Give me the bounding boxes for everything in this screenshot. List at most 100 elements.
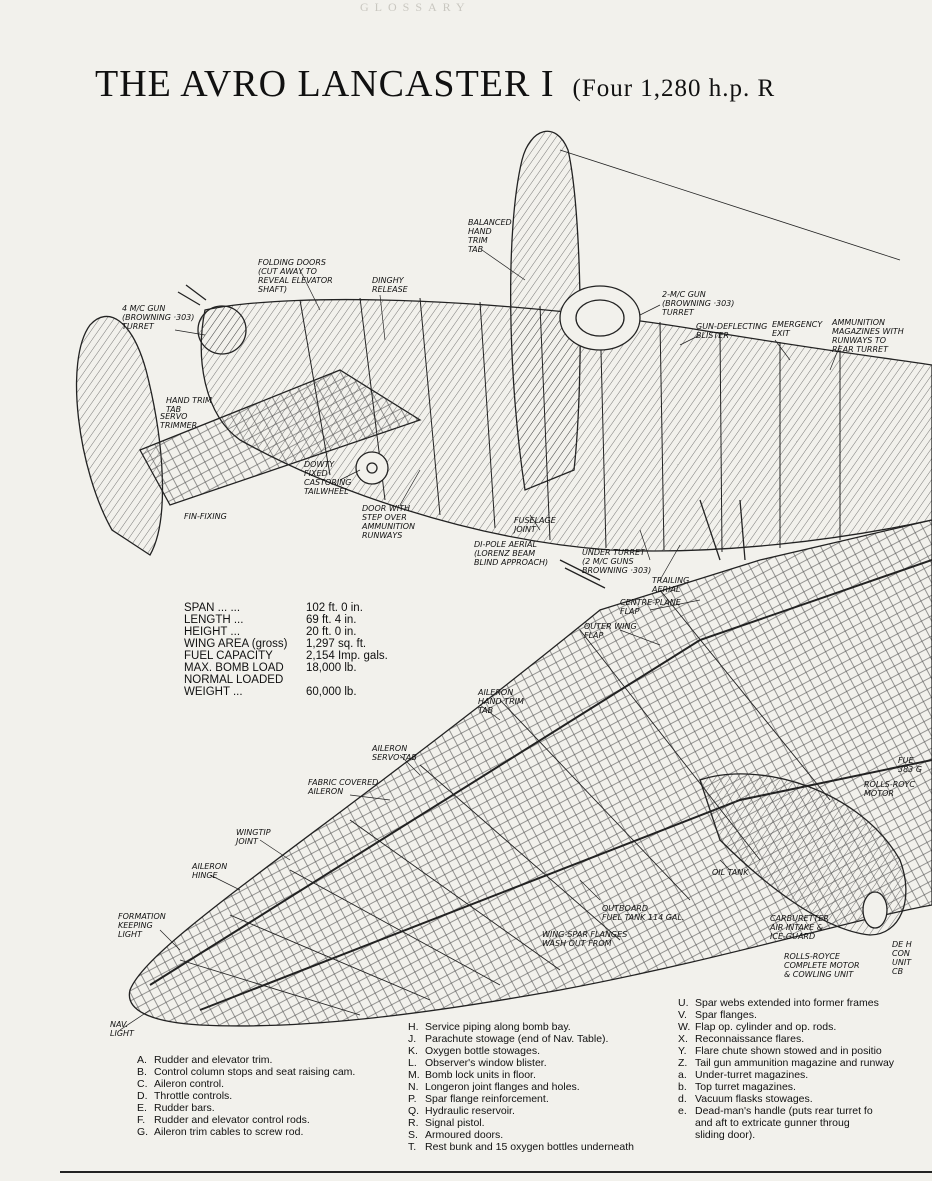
legend-item-value: Observer's window blister. bbox=[425, 1057, 547, 1069]
undercarriage bbox=[699, 499, 746, 561]
legend-middle: H.Service piping along bomb bay.J.Parach… bbox=[408, 1021, 678, 1153]
tailwheel bbox=[355, 451, 389, 485]
label-rear-turret: 4 M/C GUN (BROWNING ·303) TURRET bbox=[122, 304, 195, 331]
legend-item: X. Reconnaissance flares. bbox=[678, 1033, 932, 1045]
rear-turret bbox=[197, 305, 247, 355]
legend-item-key: S. bbox=[408, 1129, 418, 1141]
legend-item-key: R. bbox=[408, 1117, 419, 1129]
page-header-ghost: GLOSSARY bbox=[360, 0, 471, 14]
label-folding-doors: FOLDING DOORS (CUT AWAY TO REVEAL ELEVAT… bbox=[258, 258, 333, 294]
legend-item-value: Flare chute shown stowed and in positio bbox=[695, 1045, 882, 1057]
legend-item-value: Control column stops and seat raising ca… bbox=[154, 1066, 356, 1078]
spec-row: FUEL CAPACITY 2,154 Imp. gals. bbox=[184, 650, 388, 662]
legend-item-value: Reconnaissance flares. bbox=[695, 1033, 805, 1045]
label-emergency-exit: EMERGENCY EXIT bbox=[772, 320, 823, 338]
label-tailwheel: DOWTY FIXED CASTORING TAILWHEEL bbox=[304, 460, 352, 496]
legend-item: J. Parachute stowage (end of Nav. Table). bbox=[408, 1033, 678, 1045]
legend-item: B.Control column stops and seat raising … bbox=[137, 1066, 427, 1078]
legend-item: E.Rudder bars. bbox=[137, 1102, 427, 1114]
spec-row-value: 18,000 lb. bbox=[306, 662, 357, 674]
label-door-step: DOOR WITH STEP OVER AMMUNITION RUNWAYS bbox=[362, 504, 416, 540]
legend-item-key: d. bbox=[678, 1093, 687, 1105]
spec-row: WING AREA (gross)1,297 sq. ft. bbox=[184, 638, 388, 650]
label-outer-flap: OUTER WING FLAP bbox=[584, 622, 637, 640]
label-fuel-383: FUE 383 G bbox=[898, 756, 923, 774]
label-rolls-royce-unit: ROLLS-ROYCE COMPLETE MOTOR & COWLING UNI… bbox=[784, 952, 860, 979]
label-centre-flap: CENTRE-PLANE FLAP bbox=[620, 598, 681, 616]
label-aileron-servo-tab: AILERON SERVO-TAB bbox=[372, 744, 417, 762]
page-title: THE AVRO LANCASTER I(Four 1,280 h.p. R bbox=[95, 62, 775, 106]
spec-row-key: WEIGHT ... bbox=[184, 686, 243, 698]
legend-item-value: Spar flange reinforcement. bbox=[425, 1093, 549, 1105]
label-fabric-aileron: FABRIC COVERED AILERON bbox=[308, 778, 379, 796]
label-under-turret: UNDER TURRET (2 M/C GUNS BROWNING ·303) bbox=[582, 548, 652, 575]
legend-item-value: Dead-man's handle (puts rear turret fo a… bbox=[695, 1105, 873, 1141]
spec-row-key: MAX. BOMB LOAD bbox=[184, 662, 284, 674]
label-dipole-aerial: DI-POLE AERIAL (LORENZ BEAM BLIND APPROA… bbox=[474, 540, 549, 567]
label-carburettor: CARBURETTER AIR INTAKE & ICE-GUARD bbox=[770, 914, 829, 941]
legend-item-value: Vacuum flasks stowages. bbox=[695, 1093, 813, 1105]
legend-item-value: Spar flanges. bbox=[695, 1009, 757, 1021]
legend-item-value: Throttle controls. bbox=[154, 1090, 233, 1102]
label-wingtip-joint: WINGTIP JOINT bbox=[236, 828, 271, 846]
legend-item-key: D. bbox=[137, 1090, 148, 1102]
legend-item-key: Z. bbox=[678, 1057, 688, 1069]
legend-item-key: V. bbox=[678, 1009, 687, 1021]
label-fuselage-joint: FUSELAGE JOINT bbox=[514, 516, 556, 534]
spec-row-value: 2,154 Imp. gals. bbox=[306, 650, 388, 662]
legend-item-key: C. bbox=[137, 1078, 148, 1090]
spec-row-key: LENGTH ... bbox=[184, 614, 244, 626]
legend-item-key: T. bbox=[408, 1141, 417, 1153]
legend-item: T. Rest bunk and 15 oxygen bottles undern… bbox=[408, 1141, 678, 1153]
legend-item-key: L. bbox=[408, 1057, 417, 1069]
legend-item-value: Under-turret magazines. bbox=[695, 1069, 809, 1081]
legend-item: N.Longeron joint flanges and holes. bbox=[408, 1081, 678, 1093]
legend-item-key: W. bbox=[678, 1021, 691, 1033]
legend-item: C.Aileron control. bbox=[137, 1078, 427, 1090]
label-dinghy-release: DINGHY RELEASE bbox=[372, 276, 408, 294]
legend-item: R. Signal pistol. bbox=[408, 1117, 678, 1129]
spec-row-key: NORMAL LOADED bbox=[184, 674, 284, 686]
spec-row-value: 60,000 lb. bbox=[306, 686, 357, 698]
legend-item-key: a. bbox=[678, 1069, 687, 1081]
legend-item-key: H. bbox=[408, 1021, 419, 1033]
legend-item-key: A. bbox=[137, 1054, 147, 1066]
label-wing-spar: WING-SPAR FLANGES WASH OUT FROM bbox=[542, 930, 628, 948]
label-fin-fixing: FIN-FIXING bbox=[184, 512, 227, 521]
label-servo-trimmer: SERVO TRIMMER bbox=[160, 412, 198, 430]
legend-item: W. Flap op. cylinder and op. rods. bbox=[678, 1021, 932, 1033]
spec-row: WEIGHT ... 60,000 lb. bbox=[184, 686, 388, 698]
bottom-rule bbox=[60, 1171, 932, 1173]
legend-item-value: Signal pistol. bbox=[425, 1117, 485, 1129]
legend-item: U.Spar webs extended into former frames bbox=[678, 997, 932, 1009]
legend-item-value: Oxygen bottle stowages. bbox=[425, 1045, 540, 1057]
legend-item-key: J. bbox=[408, 1033, 417, 1045]
legend-item: V. Spar flanges. bbox=[678, 1009, 932, 1021]
spec-row-key: FUEL CAPACITY bbox=[184, 650, 273, 662]
legend-item-value: Hydraulic reservoir. bbox=[425, 1105, 515, 1117]
legend-item-key: K. bbox=[408, 1045, 418, 1057]
legend-item: G.Aileron trim cables to screw rod. bbox=[137, 1126, 427, 1138]
legend-item-value: Flap op. cylinder and op. rods. bbox=[695, 1021, 837, 1033]
legend-item-value: Spar webs extended into former frames bbox=[695, 997, 879, 1009]
label-rolls-royce-motor: ROLLS-ROYC MOTOR bbox=[864, 780, 915, 798]
legend-item-key: Y. bbox=[678, 1045, 687, 1057]
legend-item-key: X. bbox=[678, 1033, 688, 1045]
legend-item-value: Longeron joint flanges and holes. bbox=[425, 1081, 580, 1093]
legend-item: K. Oxygen bottle stowages. bbox=[408, 1045, 678, 1057]
label-hand-trim-tab: HAND TRIM TAB bbox=[166, 396, 212, 414]
spec-row-key: WING AREA (gross) bbox=[184, 638, 288, 650]
legend-item-key: G. bbox=[137, 1126, 149, 1138]
legend-item-key: E. bbox=[137, 1102, 147, 1114]
legend-item-value: Parachute stowage (end of Nav. Table). bbox=[425, 1033, 609, 1045]
legend-item-value: Rest bunk and 15 oxygen bottles undernea… bbox=[425, 1141, 634, 1153]
legend-item: D. Throttle controls. bbox=[137, 1090, 427, 1102]
spec-row-key: HEIGHT ... bbox=[184, 626, 241, 638]
spec-row: HEIGHT ...20 ft. 0 in. bbox=[184, 626, 388, 638]
label-trailing-aerial: TRAILING AERIAL bbox=[652, 576, 690, 594]
spec-row-key: SPAN ... ... bbox=[184, 602, 241, 614]
label-oil-tank: OIL TANK bbox=[712, 868, 749, 877]
